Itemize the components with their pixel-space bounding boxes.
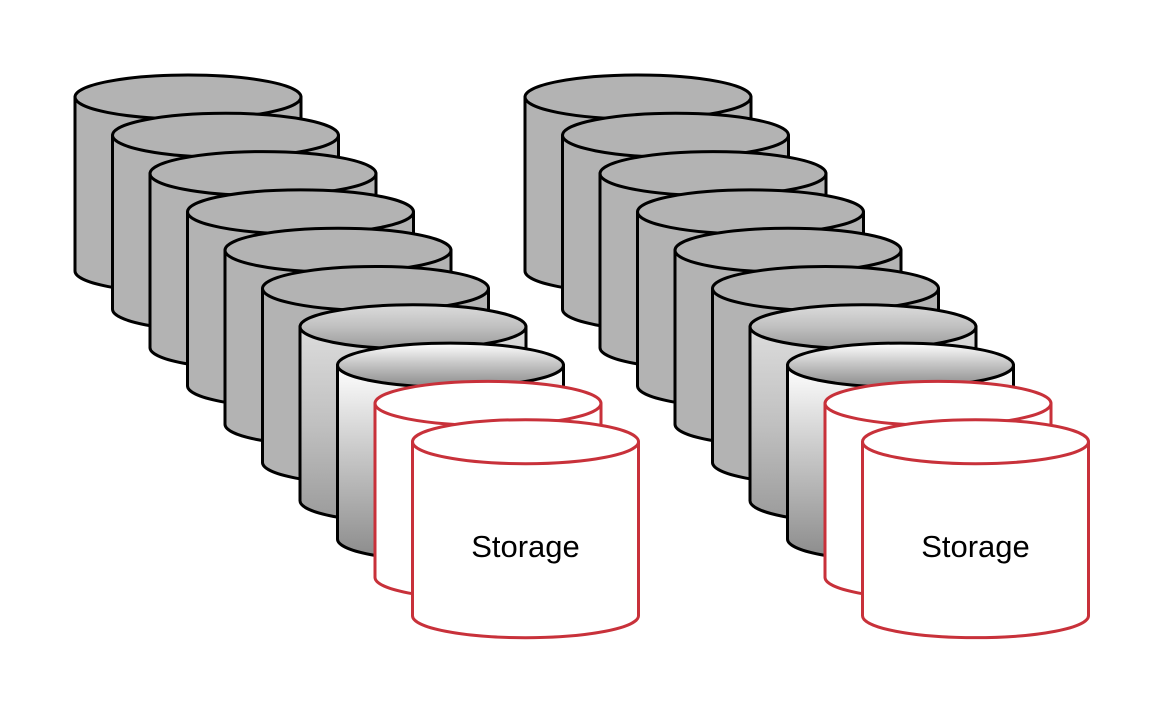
- cylinder-group-left: Storage: [73, 73, 640, 640]
- storage-label: Storage: [921, 529, 1030, 564]
- storage-label: Storage: [471, 529, 580, 564]
- storage-cylinder: Storage: [861, 418, 1090, 640]
- storage-cylinder: Storage: [411, 418, 640, 640]
- cylinder-group-right: Storage: [523, 73, 1090, 640]
